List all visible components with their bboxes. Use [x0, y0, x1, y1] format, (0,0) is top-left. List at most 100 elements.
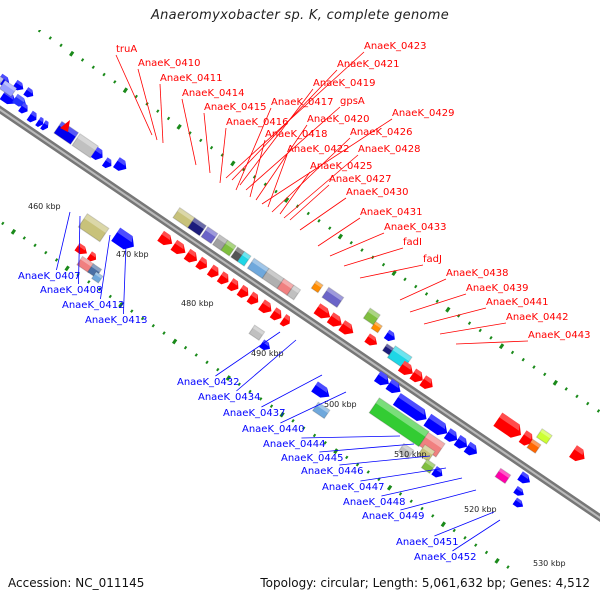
gene-block: [248, 324, 266, 341]
gc-dot: [283, 197, 290, 203]
gene-label[interactable]: AnaeK_0416: [226, 117, 288, 128]
gene-label[interactable]: gpsA: [340, 96, 365, 107]
gene-block: [310, 279, 324, 294]
gene-arrow: [170, 239, 186, 255]
gc-dot: [452, 528, 456, 533]
gene-label[interactable]: AnaeK_0426: [350, 127, 412, 138]
gene-block: [187, 217, 207, 237]
gene-arrow: [259, 339, 270, 351]
gc-dot: [87, 280, 91, 284]
gene-label[interactable]: AnaeK_0412: [62, 300, 124, 311]
gene-arrow: [236, 284, 249, 298]
gene-label[interactable]: AnaeK_0410: [138, 58, 200, 69]
gene-label[interactable]: AnaeK_0425: [310, 161, 372, 172]
gene-label[interactable]: AnaeK_0451: [396, 537, 458, 548]
gene-label[interactable]: AnaeK_0428: [358, 144, 420, 155]
gene-label[interactable]: AnaeK_0408: [40, 285, 102, 296]
gene-label[interactable]: AnaeK_0421: [337, 59, 399, 70]
gene-arrow: [183, 248, 198, 263]
gene-label[interactable]: AnaeK_0413: [85, 315, 147, 326]
gc-dot: [328, 226, 332, 230]
leader-line: [452, 519, 501, 552]
gc-dot: [33, 243, 37, 248]
gc-dot: [108, 294, 112, 299]
gene-label[interactable]: AnaeK_0438: [446, 268, 508, 279]
gene-block: [276, 277, 295, 296]
gene-arrow: [569, 445, 585, 462]
gc-dot: [386, 484, 393, 491]
genome-backbone: [0, 105, 600, 523]
gc-dot: [445, 306, 451, 313]
kbp-tick-label: 500 kbp: [324, 400, 357, 409]
gene-block: [381, 343, 395, 356]
leader-line: [289, 184, 330, 221]
leader-line: [236, 339, 297, 392]
kbp-tick-label: 520 kbp: [464, 505, 497, 514]
gene-label[interactable]: AnaeK_0420: [307, 114, 369, 125]
gc-dot: [548, 595, 553, 600]
gene-label[interactable]: AnaeK_0417: [271, 97, 333, 108]
gc-dot: [166, 116, 171, 121]
gene-arrow: [512, 497, 524, 508]
gc-dot: [506, 565, 510, 569]
gene-label[interactable]: AnaeK_0446: [301, 466, 363, 477]
gene-label[interactable]: AnaeK_0447: [322, 482, 384, 493]
gene-label[interactable]: AnaeK_0419: [313, 78, 375, 89]
gc-dot: [69, 50, 75, 57]
gene-label[interactable]: AnaeK_0422: [287, 144, 349, 155]
gene-label[interactable]: AnaeK_0411: [160, 73, 222, 84]
gc-dot: [498, 343, 505, 350]
gc-dot: [420, 506, 424, 511]
gc-dot: [521, 357, 525, 362]
gene-label[interactable]: AnaeK_0449: [362, 511, 424, 522]
gene-label[interactable]: AnaeK_0414: [182, 88, 244, 99]
gc-dot: [216, 367, 220, 372]
gene-label[interactable]: truA: [116, 44, 137, 55]
gene-label[interactable]: AnaeK_0441: [486, 297, 548, 308]
gene-label[interactable]: AnaeK_0431: [360, 207, 422, 218]
gene-block: [0, 79, 18, 98]
gc-dot: [102, 72, 106, 77]
gene-label[interactable]: AnaeK_0440: [242, 424, 304, 435]
gc-dot: [156, 109, 160, 113]
leader-line: [249, 139, 266, 198]
gc-dot: [205, 360, 209, 365]
gene-block: [321, 286, 345, 309]
leader-line: [423, 307, 487, 325]
leader-line: [279, 171, 311, 215]
gc-dot: [391, 270, 397, 277]
gene-arrow: [385, 378, 401, 394]
gene-label[interactable]: AnaeK_0444: [263, 439, 325, 450]
gene-arrow: [518, 430, 533, 446]
gc-dot: [403, 277, 407, 282]
gene-label[interactable]: fadI: [403, 237, 422, 248]
gene-arrow: [443, 428, 458, 442]
gene-label[interactable]: AnaeK_0452: [414, 552, 476, 563]
leader-line: [203, 112, 211, 174]
gene-label[interactable]: AnaeK_0423: [364, 41, 426, 52]
gene-label[interactable]: AnaeK_0407: [18, 271, 80, 282]
gene-label[interactable]: AnaeK_0415: [204, 102, 266, 113]
gene-label[interactable]: AnaeK_0429: [392, 108, 454, 119]
gene-label[interactable]: AnaeK_0439: [466, 283, 528, 294]
gene-block: [91, 271, 104, 284]
gc-dot: [291, 419, 295, 423]
kbp-tick-label: 490 kbp: [251, 349, 284, 358]
leader-line: [280, 391, 347, 424]
gene-label[interactable]: AnaeK_0448: [343, 497, 405, 508]
gene-label[interactable]: AnaeK_0433: [384, 222, 446, 233]
gene-label[interactable]: AnaeK_0442: [506, 312, 568, 323]
leader-line: [181, 98, 197, 166]
gene-label[interactable]: AnaeK_0418: [265, 129, 327, 140]
gene-label[interactable]: AnaeK_0430: [346, 187, 408, 198]
gene-label[interactable]: AnaeK_0434: [198, 392, 260, 403]
gene-label[interactable]: AnaeK_0432: [177, 377, 239, 388]
gene-label[interactable]: fadJ: [423, 254, 442, 265]
gene-label[interactable]: AnaeK_0437: [223, 408, 285, 419]
gene-label[interactable]: AnaeK_0427: [329, 174, 391, 185]
gene-label[interactable]: AnaeK_0445: [281, 453, 343, 464]
gene-label[interactable]: AnaeK_0443: [528, 330, 590, 341]
gene-arrow: [453, 435, 468, 449]
gene-arrow: [111, 227, 134, 250]
